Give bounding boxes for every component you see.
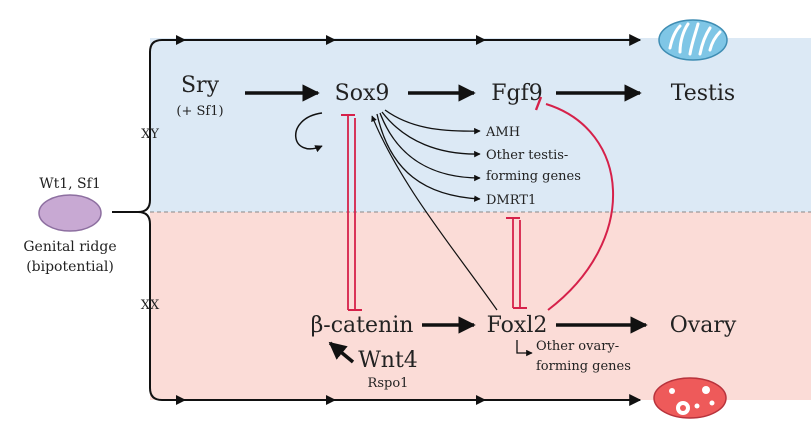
branch-bracket	[112, 39, 163, 401]
xx-background	[150, 212, 811, 400]
testis-outcome: Testis	[671, 81, 735, 106]
other-testis-line2: forming genes	[486, 169, 581, 184]
rspo1-label: Rspo1	[368, 376, 409, 391]
sry-node: Sry	[181, 73, 220, 98]
arrow-sox9-forming	[379, 112, 481, 182]
xy-background	[150, 38, 811, 212]
sox9-node: Sox9	[335, 81, 390, 106]
inhibit-foxl2-fgf9-bar	[534, 96, 543, 111]
arrow-foxl2-sox9	[371, 115, 498, 311]
ridge-label-line2: (bipotential)	[26, 259, 114, 275]
xx-timeline-tick-3	[476, 395, 486, 405]
sox9-autoregulation-arrow	[295, 112, 323, 153]
sry-note: (+ Sf1)	[176, 104, 223, 119]
arrow-sox9-other-testis	[381, 111, 481, 158]
wnt4-node: Wnt4	[358, 348, 418, 373]
xy-timeline-tick-2	[326, 35, 336, 45]
other-ovary-line1: Other ovary-	[536, 339, 619, 354]
beta-catenin-node: β-catenin	[311, 313, 414, 338]
xx-timeline-tick-2	[326, 395, 336, 405]
xx-timeline-tick-1	[176, 395, 186, 405]
ovary-icon	[653, 377, 727, 419]
arrow-wnt4-betacatenin	[328, 341, 355, 364]
arrow-sox9-amh	[384, 109, 481, 135]
dmrt1-target: DMRT1	[486, 193, 536, 208]
fgf9-node: Fgf9	[491, 81, 543, 106]
ovary-outcome: Ovary	[670, 313, 737, 338]
xy-timeline-tick-1	[176, 35, 186, 45]
arrow-foxl2-other-ovary	[516, 340, 533, 357]
bipotential-gonad-icon	[38, 194, 102, 232]
other-ovary-line2: forming genes	[536, 359, 631, 374]
xy-timeline-tick-3	[476, 35, 486, 45]
inhibit-foxl2-fgf9	[545, 103, 614, 311]
amh-target: AMH	[485, 125, 520, 140]
other-testis-line1: Other testis-	[486, 148, 568, 163]
foxl2-node: Foxl2	[487, 313, 548, 338]
ridge-label-line1: Genital ridge	[23, 239, 116, 255]
testis-icon	[658, 19, 728, 61]
arrow-sox9-dmrt1	[376, 113, 481, 202]
xx-label: XX	[141, 298, 160, 313]
xy-label: XY	[141, 127, 159, 142]
left-factors-label: Wt1, Sf1	[39, 176, 101, 192]
